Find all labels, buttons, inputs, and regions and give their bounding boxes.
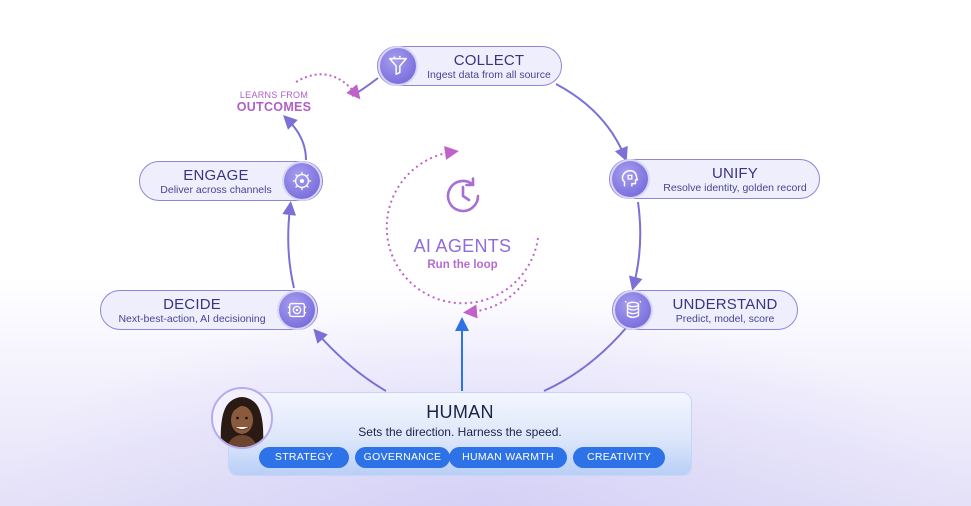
collect-subtitle: Ingest data from all source <box>427 69 551 81</box>
ai-agents-center: AI AGENTS Run the loop <box>380 150 545 315</box>
engage-title: ENGAGE <box>183 167 249 184</box>
understand-title: UNDERSTAND <box>672 296 778 313</box>
tag-human-warmth[interactable]: HUMAN WARMTH <box>449 447 567 468</box>
learns-line1: LEARNS FROM <box>239 90 309 100</box>
human-title: HUMAN <box>426 402 494 422</box>
engage-subtitle: Deliver across channels <box>160 184 272 196</box>
unify-node: UNIFY Resolve identity, golden record <box>609 159 820 199</box>
engage-node: ENGAGE Deliver across channels <box>139 161 323 201</box>
database-icon <box>615 292 651 328</box>
funnel-icon <box>380 48 416 84</box>
profile-puzzle-icon <box>612 161 648 197</box>
arrow-unify-understand <box>628 201 643 291</box>
dotted-arrow-learns <box>295 73 361 100</box>
human-panel: HUMAN Sets the direction. Harness the sp… <box>228 392 692 476</box>
decide-title: DECIDE <box>163 296 221 313</box>
ai-agents-subtitle: Run the loop <box>427 259 498 271</box>
collect-title: COLLECT <box>453 52 525 69</box>
clock-refresh-icon <box>442 175 484 222</box>
human-subtitle: Sets the direction. Harness the speed. <box>358 425 562 439</box>
target-icon <box>279 292 315 328</box>
arrow-decide-engage <box>282 201 297 289</box>
tag-governance[interactable]: GOVERNANCE <box>355 447 450 468</box>
decide-subtitle: Next-best-action, AI decisioning <box>118 313 266 325</box>
arrow-human-decide <box>313 328 387 392</box>
decide-node: DECIDE Next-best-action, AI decisioning <box>100 290 318 330</box>
learns-from-outcomes-label: LEARNS FROM OUTCOMES <box>232 90 316 114</box>
center-dotted-loop <box>385 146 539 305</box>
understand-node: UNDERSTAND Predict, model, score <box>612 290 798 330</box>
connector-understand-human <box>543 327 627 392</box>
learns-line2: OUTCOMES <box>236 100 312 114</box>
tag-creativity[interactable]: CREATIVITY <box>573 447 665 468</box>
center-dotted-loop-bottom <box>463 279 527 319</box>
tag-strategy[interactable]: STRATEGY <box>259 447 349 468</box>
arrow-engage-learns <box>283 115 307 161</box>
ai-agents-title: AI AGENTS <box>413 236 512 256</box>
connector-collect-learns <box>351 77 379 97</box>
hub-icon <box>284 163 320 199</box>
collect-node: COLLECT Ingest data from all source <box>377 46 562 86</box>
arrow-collect-unify <box>555 83 628 162</box>
unify-title: UNIFY <box>712 165 758 182</box>
avatar <box>211 387 273 449</box>
unify-subtitle: Resolve identity, golden record <box>663 182 807 194</box>
understand-subtitle: Predict, model, score <box>675 313 775 325</box>
